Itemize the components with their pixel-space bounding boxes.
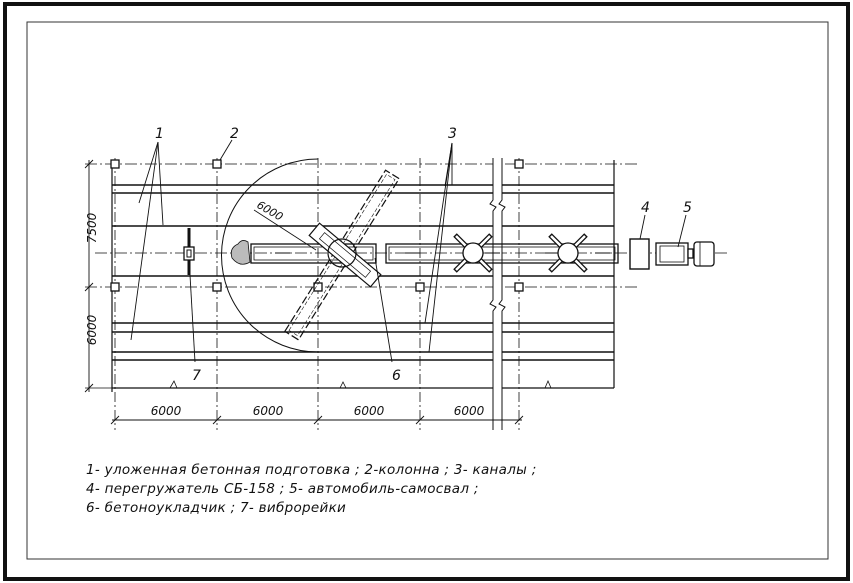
callout-3: 3 [448, 126, 457, 142]
dim-label-7500: 7500 [85, 212, 99, 243]
column [514, 159, 524, 169]
callout-2: 2 [230, 126, 239, 142]
column [110, 159, 120, 169]
column [110, 282, 120, 292]
column [514, 282, 524, 292]
concrete-paver [284, 169, 400, 341]
radius-line [253, 209, 317, 251]
callout-5: 5 [683, 200, 692, 216]
callout-6: 6 [392, 368, 401, 384]
callout-1: 1 [155, 126, 164, 142]
inner-frame [26, 21, 829, 560]
leader-lines [130, 139, 687, 363]
conveyor-turntables [453, 233, 588, 273]
transfer-unit [629, 238, 650, 270]
callout-7: 7 [192, 368, 201, 384]
column [212, 159, 222, 169]
swing-arc [221, 158, 319, 353]
vibro-rail [183, 228, 195, 275]
dump-truck [655, 241, 715, 267]
column [313, 282, 323, 292]
legend-line: 6- бетоноукладчик ; 7- виброрейки [86, 500, 347, 516]
dim-label-6000-vertical: 6000 [85, 314, 99, 345]
dim-label-bay-4: 6000 [454, 404, 485, 418]
callout-4: 4 [641, 200, 650, 216]
outer-frame [3, 2, 850, 581]
legend-line: 1- уложенная бетонная подготовка ; 2-кол… [86, 462, 537, 478]
dim-label-bay-1: 6000 [151, 404, 182, 418]
dim-label-bay-2: 6000 [253, 404, 284, 418]
legend: 1- уложенная бетонная подготовка ; 2-кол… [86, 461, 537, 518]
concrete-pile [230, 240, 251, 265]
dimension-lines [84, 159, 614, 425]
slab-plan [85, 158, 728, 430]
column [415, 282, 425, 292]
legend-line: 4- перегружатель СБ-158 ; 5- автомобиль-… [86, 481, 479, 497]
column [212, 282, 222, 292]
columns [110, 159, 524, 292]
dim-label-bay-3: 6000 [354, 404, 385, 418]
channels [112, 184, 614, 361]
